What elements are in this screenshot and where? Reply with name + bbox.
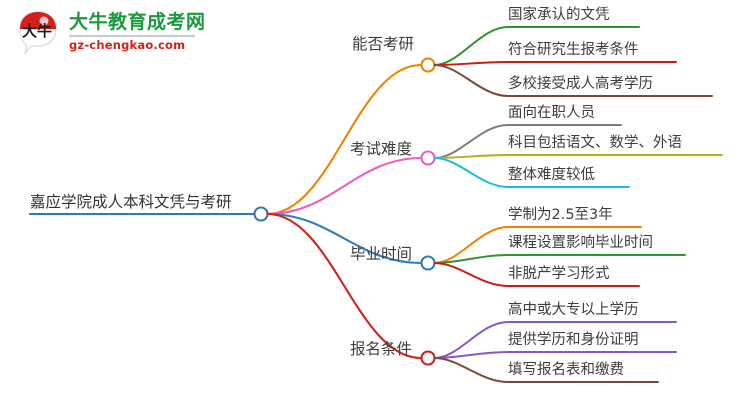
leaf-curve-2-2 xyxy=(433,262,640,287)
leaf-node-label-2-2[interactable]: 非脱产学习形式 xyxy=(508,266,610,282)
logo-mark-icon: 大牛 xyxy=(14,9,62,56)
site-logo[interactable]: 大牛 大牛教育成考网 gz-chengkao.com xyxy=(14,6,206,58)
logo-title-cn: 大牛教育成考网 xyxy=(69,10,206,33)
branch-curve-1 xyxy=(266,156,423,216)
leaf-node-label-0-0[interactable]: 国家承认的文凭 xyxy=(508,7,610,23)
branch-hub-circle-0[interactable] xyxy=(420,57,436,73)
branch-node-label-0[interactable]: 能否考研 xyxy=(352,35,415,53)
leaf-node-label-2-1[interactable]: 课程设置影响毕业时间 xyxy=(508,235,653,251)
root-node-label[interactable]: 嘉应学院成人本科文凭与考研 xyxy=(30,193,232,211)
leaf-node-label-0-1[interactable]: 符合研究生报考条件 xyxy=(508,42,639,58)
branch-node-label-1[interactable]: 考试难度 xyxy=(350,140,413,158)
leaf-node-label-3-0[interactable]: 高中或大专以上学历 xyxy=(508,302,639,318)
leaf-curve-1-0 xyxy=(433,124,622,159)
branch-curve-0 xyxy=(266,63,423,216)
leaf-node-label-1-1[interactable]: 科目包括语文、数学、外语 xyxy=(508,135,682,151)
branch-hub-circle-1[interactable] xyxy=(420,150,436,166)
leaf-curve-1-1 xyxy=(433,154,723,159)
branch-curve-2 xyxy=(266,212,423,265)
leaf-curve-3-0 xyxy=(433,321,677,359)
leaf-curve-3-2 xyxy=(433,357,659,383)
logo-domain: gz-chengkao.com xyxy=(69,37,186,52)
leaf-curve-2-0 xyxy=(433,226,642,264)
leaf-node-label-1-0[interactable]: 面向在职人员 xyxy=(508,105,595,121)
leaf-node-label-3-2[interactable]: 填写报名表和缴费 xyxy=(508,362,624,378)
logo-mark-text: 大牛 xyxy=(22,22,52,40)
logo-text-group: 大牛教育成考网 gz-chengkao.com xyxy=(69,10,206,52)
leaf-curve-0-1 xyxy=(433,61,677,66)
branch-node-label-3[interactable]: 报名条件 xyxy=(350,340,413,358)
branch-hub-circle-3[interactable] xyxy=(420,350,436,366)
leaf-node-label-1-2[interactable]: 整体难度较低 xyxy=(508,167,595,183)
logo-divider xyxy=(69,34,195,37)
leaf-node-label-3-1[interactable]: 提供学历和身份证明 xyxy=(508,332,639,348)
branch-hub-circle-2[interactable] xyxy=(420,255,436,271)
leaf-curve-0-2 xyxy=(433,64,713,97)
leaf-curve-1-2 xyxy=(433,157,630,188)
leaf-curve-0-0 xyxy=(433,26,640,66)
branch-curve-3 xyxy=(266,212,423,360)
leaf-curve-2-1 xyxy=(433,254,686,264)
leaf-node-label-2-0[interactable]: 学制为2.5至3年 xyxy=(508,207,613,223)
branch-node-label-2[interactable]: 毕业时间 xyxy=(350,245,413,263)
root-hub-circle[interactable] xyxy=(253,206,269,222)
leaf-node-label-0-2[interactable]: 多校接受成人高考学历 xyxy=(508,76,653,92)
leaf-curve-3-1 xyxy=(433,351,677,359)
